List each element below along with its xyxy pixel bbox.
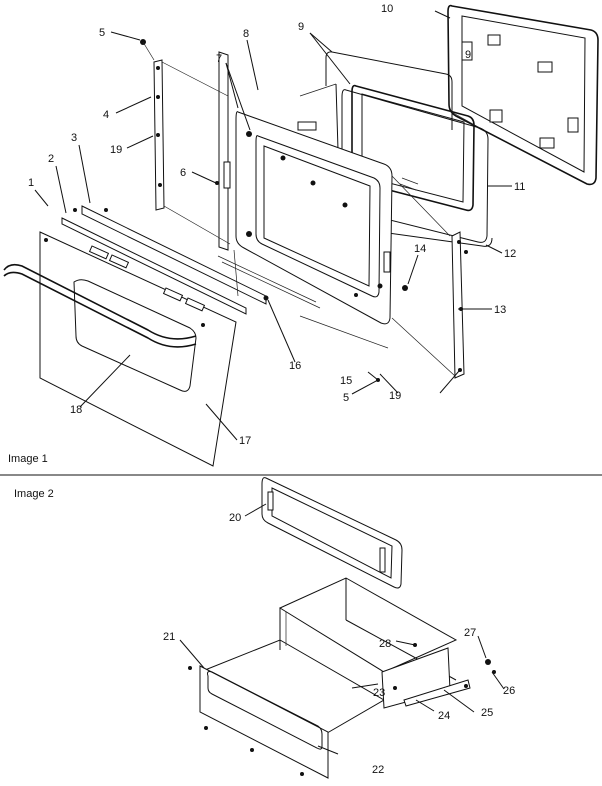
callout-18: 18	[70, 404, 82, 416]
part-7-side-channel	[218, 51, 231, 251]
callout-20: 20	[229, 512, 241, 524]
frame-clip	[489, 109, 503, 123]
frame-clip	[461, 41, 473, 61]
part-2-vent-strip	[61, 217, 247, 315]
callout-25: 25	[481, 707, 493, 719]
part-9-glass-assembly	[325, 51, 475, 212]
callout-28: 28	[379, 638, 391, 650]
door-bracket	[297, 121, 317, 131]
callout-22: 22	[372, 764, 384, 776]
part-8-inner-door	[235, 111, 393, 325]
part-10-door-frame	[447, 4, 599, 186]
callout-5-top: 5	[99, 27, 105, 39]
callout-1: 1	[28, 177, 34, 189]
callout-10: 10	[381, 3, 393, 15]
callout-5-bottom: 5	[343, 392, 349, 404]
part-20-drawer-back	[261, 477, 403, 589]
callout-12: 12	[504, 248, 516, 260]
callout-24: 24	[438, 710, 450, 722]
part-16-door-hinge-trim	[217, 255, 389, 349]
callout-4: 4	[103, 109, 109, 121]
callout-6: 6	[180, 167, 186, 179]
caption-image-2: Image 2	[14, 488, 54, 500]
callout-9-right: 9	[465, 49, 471, 61]
part-13-side-trim	[451, 231, 465, 379]
caption-image-1: Image 1	[8, 453, 48, 465]
part-17-outer-door	[39, 231, 237, 467]
part-1-door-handle	[3, 263, 197, 348]
part-4-side-trim	[153, 59, 165, 211]
callout-21: 21	[163, 631, 175, 643]
callout-17: 17	[239, 435, 251, 447]
callout-7: 7	[216, 53, 222, 65]
callout-11: 11	[514, 181, 525, 193]
callout-23: 23	[373, 687, 385, 699]
leader-lines-image2	[179, 503, 505, 755]
frame-clip	[537, 61, 553, 73]
part-11-glass	[341, 89, 489, 243]
callout-15: 15	[340, 375, 352, 387]
callout-19-right: 19	[389, 390, 401, 402]
callout-2: 2	[48, 153, 54, 165]
leader-lines-image1	[34, 10, 512, 441]
part-24-drawer-bracket	[381, 647, 471, 709]
callouts-image2: 20 21 22 23 24 25 26 27 28	[163, 512, 515, 776]
frame-clip	[539, 137, 555, 149]
frame-clip	[487, 34, 501, 46]
callouts-image1: 1 2 3 4 5 6 7 8 9 9 10 11 12 14 13 15 16…	[28, 3, 525, 447]
callout-16: 16	[289, 360, 301, 372]
callout-27: 27	[464, 627, 476, 639]
callout-13b: 13	[494, 304, 506, 316]
part-3-vent-trim	[81, 205, 267, 305]
alignment-lines-image1	[142, 41, 481, 377]
callout-19-left: 19	[110, 144, 122, 156]
callout-13: 14	[414, 243, 426, 255]
callout-9-left: 9	[298, 21, 304, 33]
callout-26: 26	[503, 685, 515, 697]
part-22-drawer-front	[199, 665, 329, 779]
callout-8: 8	[243, 28, 249, 40]
frame-clip	[567, 117, 579, 133]
callout-3: 3	[71, 132, 77, 144]
fasteners-image2	[188, 643, 496, 776]
